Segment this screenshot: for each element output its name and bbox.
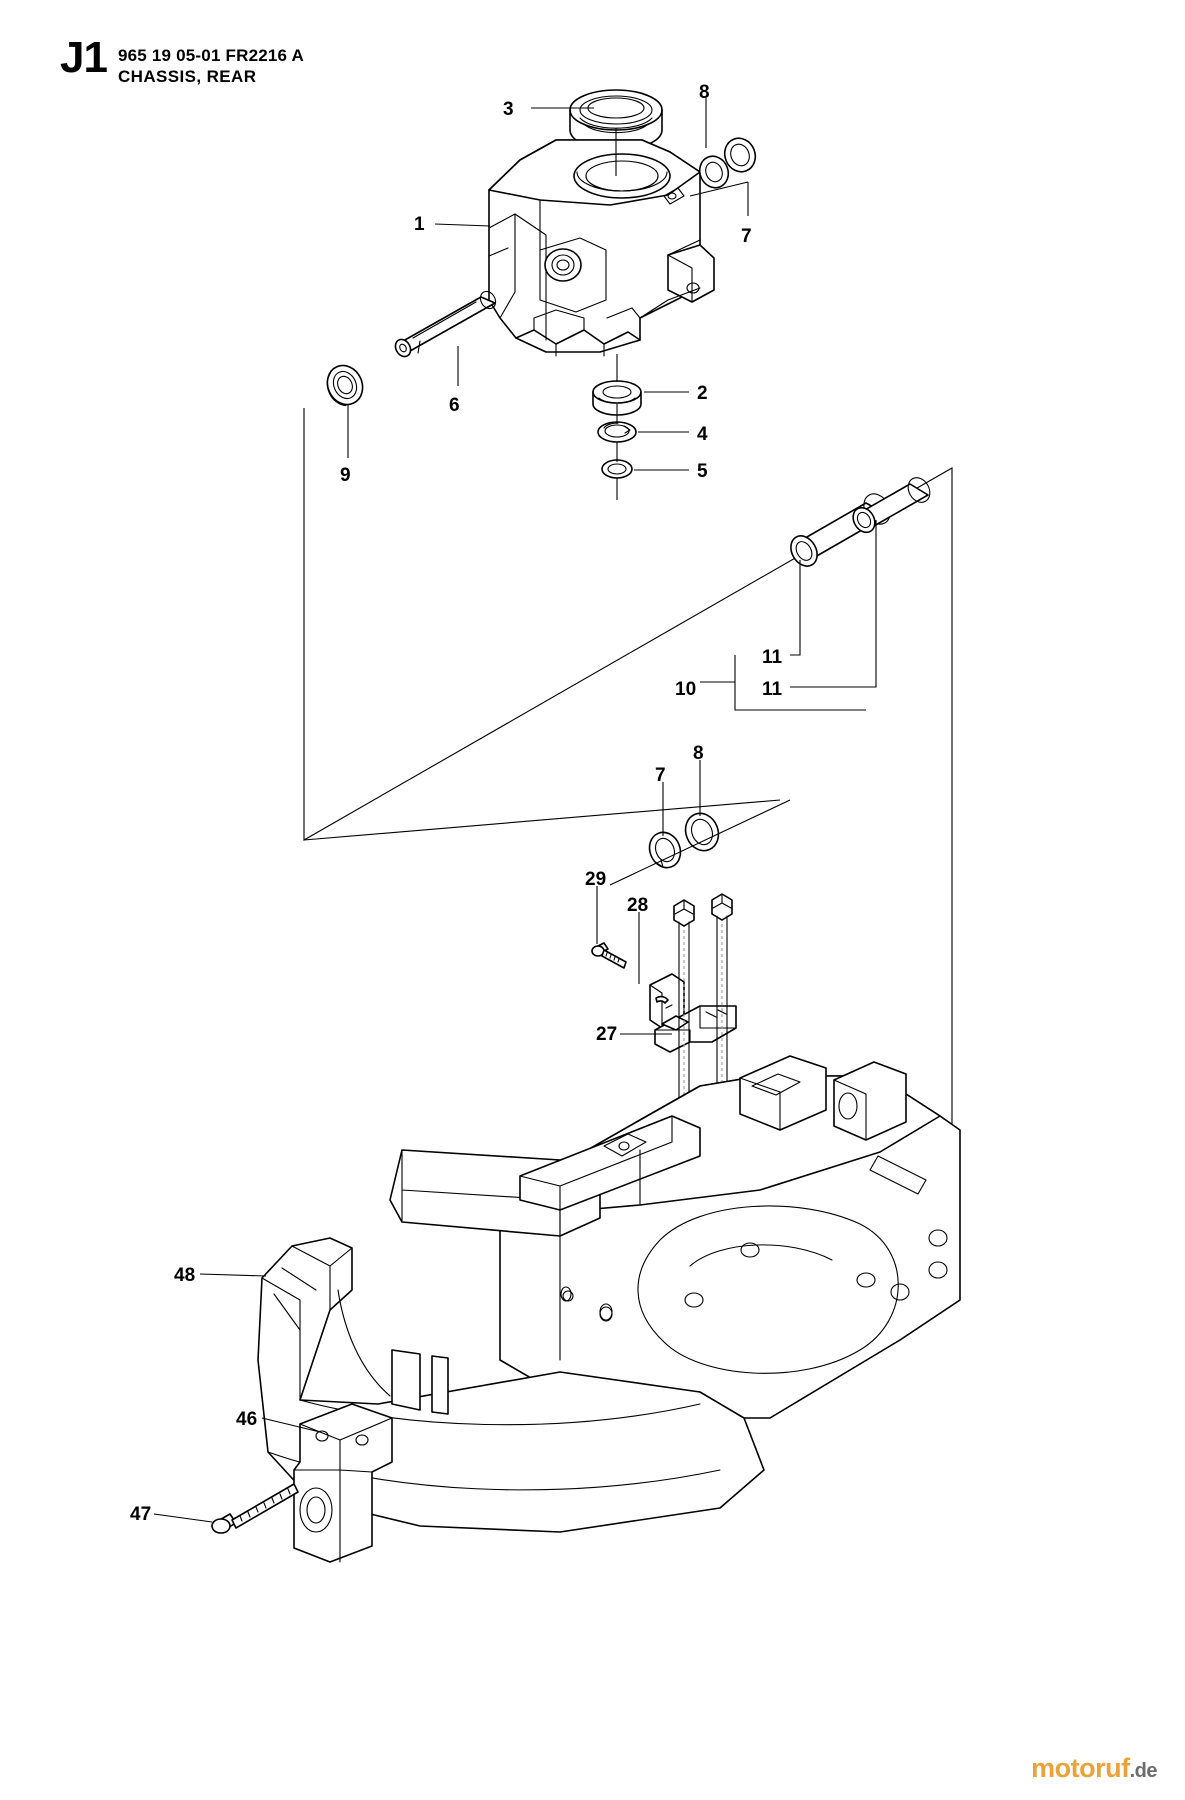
watermark: motoruf.de xyxy=(1031,1753,1157,1784)
part-11-spacer-sleeve-upper xyxy=(790,493,891,567)
callout-5: 5 xyxy=(697,461,708,482)
part-number-line: 965 19 05-01 FR2216 A xyxy=(118,46,304,65)
title-line: CHASSIS, REAR xyxy=(118,67,257,86)
leader-lines xyxy=(153,98,749,1523)
part-2-bearing xyxy=(592,380,642,416)
callout-4: 4 xyxy=(697,424,708,445)
diagram-header: J1 965 19 05-01 FR2216 A CHASSIS, REAR xyxy=(0,0,1185,110)
callout-2: 2 xyxy=(697,383,708,404)
long-bolts xyxy=(673,893,733,1112)
watermark-tld: .de xyxy=(1129,1760,1158,1782)
part-8-washer-lower xyxy=(684,812,720,852)
section-code: J1 xyxy=(60,33,108,82)
projection-guide-upper xyxy=(303,408,953,1150)
part-1-rear-chassis-housing xyxy=(488,139,715,357)
callout-9: 9 xyxy=(340,465,351,486)
callout-8-lower: 8 xyxy=(693,743,704,764)
part-9-bushing xyxy=(326,364,364,407)
callout-46: 46 xyxy=(236,1409,258,1430)
callout-1: 1 xyxy=(414,214,425,235)
part-7-retaining-ring-lower xyxy=(648,831,682,869)
callout-11-lower: 11 xyxy=(762,679,783,700)
callout-27: 27 xyxy=(596,1024,618,1045)
leader-bracket-10-11 xyxy=(700,520,877,711)
callout-8-upper: 8 xyxy=(699,82,710,103)
part-6-pivot-shaft xyxy=(394,290,497,358)
part-7-retaining-ring-upper xyxy=(698,155,730,189)
part-4-lock-washer xyxy=(597,421,637,443)
part-5-o-ring xyxy=(601,459,633,479)
part-27-bracket xyxy=(654,1005,737,1053)
chassis-frame xyxy=(389,1055,961,1419)
callout-29: 29 xyxy=(585,869,607,890)
header-text-block: 965 19 05-01 FR2216 A CHASSIS, REAR xyxy=(118,45,304,87)
callout-6: 6 xyxy=(449,395,460,416)
part-11-spacer-sleeve-lower xyxy=(852,477,931,534)
part-48-front-bumper xyxy=(257,1237,765,1533)
callout-7-upper: 7 xyxy=(741,226,752,247)
callout-47: 47 xyxy=(130,1504,152,1525)
part-46-hitch-bracket xyxy=(293,1403,393,1563)
callout-7-lower: 7 xyxy=(655,765,666,786)
part-28-cable-clamp xyxy=(649,973,685,1029)
part-29-screw xyxy=(591,942,627,969)
callout-3: 3 xyxy=(503,99,514,120)
callout-48: 48 xyxy=(174,1265,196,1286)
watermark-brand: motoruf xyxy=(1031,1753,1130,1783)
part-8-washer-upper xyxy=(723,137,757,173)
callout-28: 28 xyxy=(627,895,649,916)
callout-11-upper: 11 xyxy=(762,647,783,668)
part-47-hitch-bolt xyxy=(211,1483,299,1534)
callout-10: 10 xyxy=(675,679,697,700)
